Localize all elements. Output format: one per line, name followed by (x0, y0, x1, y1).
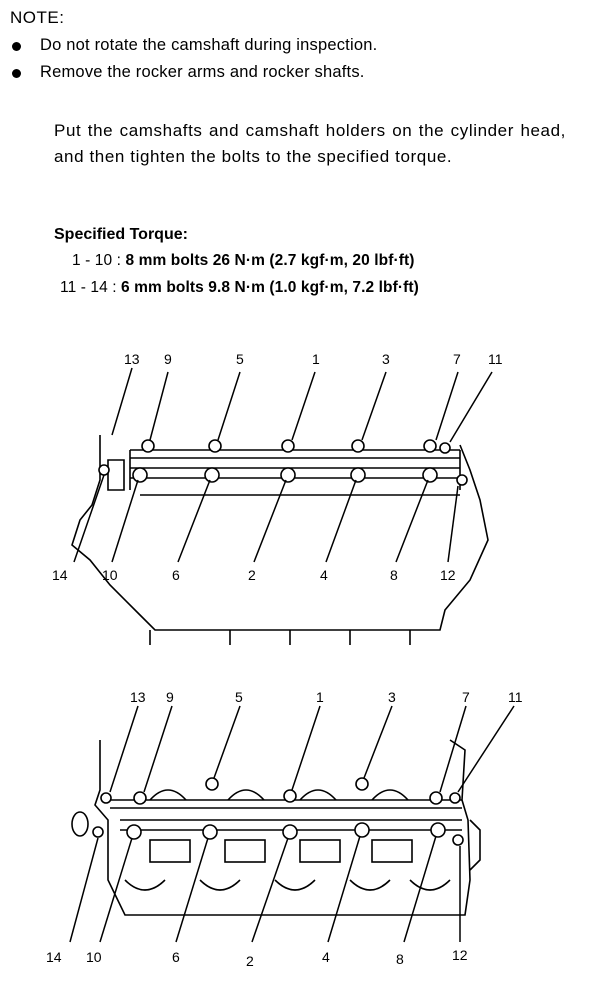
torque-spec: 8 mm bolts 26 N·m (2.7 kgf·m, 20 lbf·ft) (125, 252, 415, 269)
instruction-paragraph: Put the camshafts and camshaft holders o… (54, 121, 566, 166)
torque-spec: 6 mm bolts 9.8 N·m (1.0 kgf·m, 7.2 lbf·f… (121, 279, 419, 296)
note-list: Do not rotate the camshaft during inspec… (10, 36, 377, 90)
callout-8: 8 (396, 951, 404, 967)
callout-leaders-detail (69, 705, 515, 943)
note-text: Remove the rocker arms and rocker shafts… (40, 63, 365, 81)
callout-7: 7 (453, 351, 461, 367)
torque-line-6mm: 11 - 14 : 6 mm bolts 9.8 N·m (1.0 kgf·m,… (60, 279, 419, 297)
callout-2: 2 (248, 567, 256, 583)
torque-line-8mm: 1 - 10 : 8 mm bolts 26 N·m (2.7 kgf·m, 2… (72, 252, 415, 270)
callout-6: 6 (172, 949, 180, 965)
torque-heading: Specified Torque: (54, 226, 188, 243)
callout-7: 7 (462, 689, 470, 705)
bullet-icon (12, 69, 21, 78)
callout-8: 8 (390, 567, 398, 583)
callout-11: 11 (488, 351, 503, 367)
camshaft-holder-diagram-outline: 13 9 5 1 3 7 11 14 10 6 2 4 8 12 (52, 351, 503, 645)
callout-10: 10 (102, 567, 118, 583)
note-item: Do not rotate the camshaft during inspec… (10, 36, 377, 63)
callout-11: 11 (508, 689, 523, 705)
callout-labels-detail: 13 9 5 1 3 7 11 14 10 6 2 4 8 12 (46, 689, 523, 969)
cylinder-head-outline (71, 435, 489, 645)
callout-9: 9 (164, 351, 172, 367)
callout-5: 5 (235, 689, 243, 705)
callout-1: 1 (316, 689, 324, 705)
callout-14: 14 (46, 949, 62, 965)
callout-leaders (73, 367, 493, 563)
torque-range: 1 - 10 : (72, 252, 122, 269)
callout-labels: 13 9 5 1 3 7 11 14 10 6 2 4 8 12 (52, 351, 503, 583)
note-item: Remove the rocker arms and rocker shafts… (10, 63, 377, 90)
callout-12: 12 (452, 947, 468, 963)
callout-2: 2 (246, 953, 254, 969)
bullet-icon (12, 42, 21, 51)
camshaft-holder-diagram-detailed: 13 9 5 1 3 7 11 14 10 6 2 4 8 12 (46, 689, 523, 969)
callout-3: 3 (382, 351, 390, 367)
callout-1: 1 (312, 351, 320, 367)
bolt-row-detail (92, 777, 464, 846)
callout-5: 5 (236, 351, 244, 367)
note-title: NOTE: (10, 8, 65, 27)
callout-4: 4 (322, 949, 330, 965)
bolt-row-top (98, 439, 468, 486)
callout-14: 14 (52, 567, 68, 583)
callout-9: 9 (166, 689, 174, 705)
callout-13: 13 (130, 689, 146, 705)
callout-6: 6 (172, 567, 180, 583)
note-text: Do not rotate the camshaft during inspec… (40, 36, 378, 54)
callout-12: 12 (440, 567, 456, 583)
torque-range: 11 - 14 : (60, 279, 117, 296)
callout-13: 13 (124, 351, 140, 367)
cylinder-head-detail (71, 739, 481, 916)
callout-4: 4 (320, 567, 328, 583)
callout-3: 3 (388, 689, 396, 705)
callout-10: 10 (86, 949, 102, 965)
